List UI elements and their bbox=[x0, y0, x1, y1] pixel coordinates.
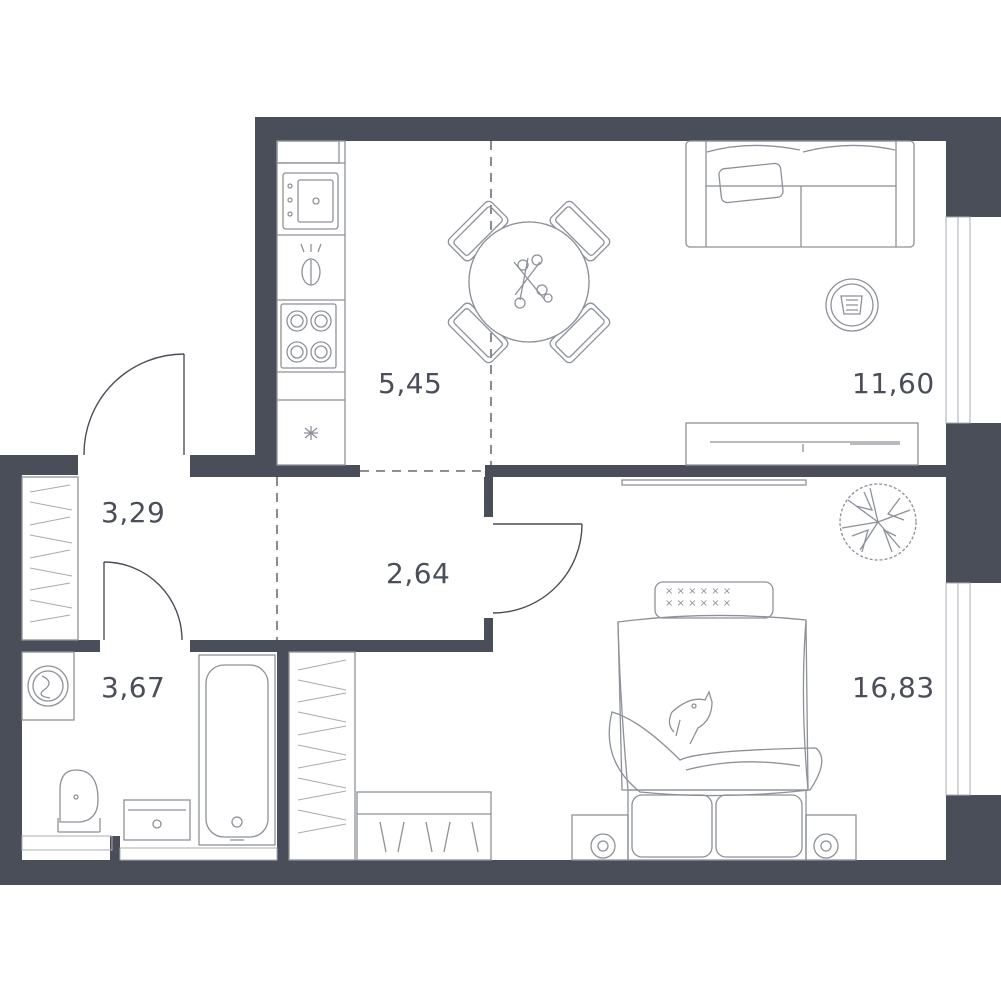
walls bbox=[0, 117, 1001, 885]
bedroom-area-label: 16,83 bbox=[852, 671, 935, 704]
dresser-icon bbox=[356, 791, 492, 861]
kitchen-area-label: 5,45 bbox=[378, 367, 442, 400]
area-labels: 5,45 11,60 3,29 2,64 3,67 16,83 bbox=[101, 367, 935, 704]
living-area-label: 11,60 bbox=[852, 367, 935, 400]
range-hood-icon bbox=[300, 243, 322, 286]
wardrobe-icon bbox=[21, 476, 356, 861]
bathroom-area-label: 3,67 bbox=[101, 671, 165, 704]
svg-text:× × × × × ×: × × × × × × bbox=[665, 586, 731, 597]
svg-text:× × × × × ×: × × × × × × bbox=[665, 598, 731, 609]
bathtub-icon bbox=[198, 654, 276, 846]
cat-icon bbox=[668, 690, 713, 745]
dining-table-icon bbox=[447, 200, 611, 364]
cooktop-icon bbox=[280, 303, 337, 369]
sink-cabinet-icon bbox=[123, 799, 191, 841]
round-rug-icon bbox=[825, 278, 879, 332]
hall-area-label: 2,64 bbox=[386, 557, 450, 590]
sink-icon bbox=[282, 172, 339, 230]
tv-icon bbox=[685, 422, 919, 466]
sofa-icon bbox=[685, 140, 915, 248]
entry-area-label: 3,29 bbox=[101, 496, 165, 529]
kitchen-counter bbox=[276, 140, 346, 466]
bed-icon: × × × × × × × × × × × × bbox=[608, 581, 823, 861]
washing-machine-icon bbox=[21, 651, 75, 721]
wall-tv-icon bbox=[621, 479, 807, 486]
doors bbox=[83, 353, 583, 641]
fridge-icon bbox=[304, 426, 318, 440]
nightstand-lamp-icon bbox=[571, 814, 857, 861]
plant-icon bbox=[839, 483, 917, 561]
toilet-icon bbox=[57, 769, 101, 833]
